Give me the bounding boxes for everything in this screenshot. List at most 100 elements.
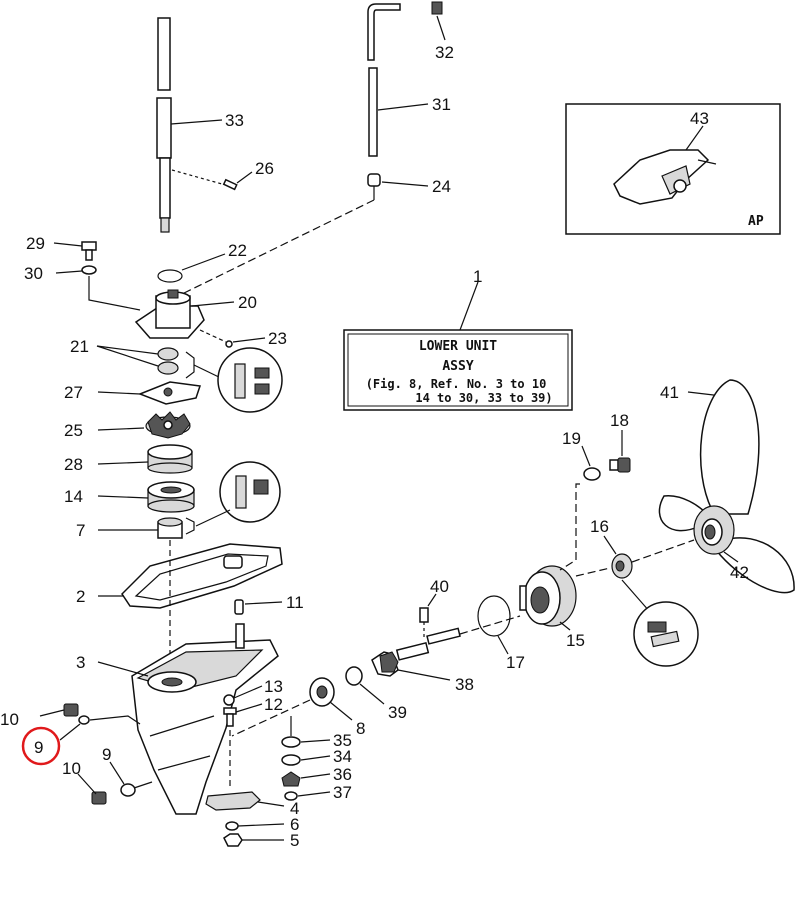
callout-32: 32 bbox=[435, 43, 454, 62]
highlight-circle bbox=[21, 726, 61, 766]
leader-line bbox=[59, 723, 81, 741]
axis-line bbox=[631, 539, 695, 563]
callout-24: 24 bbox=[432, 177, 451, 196]
leader-line bbox=[53, 242, 83, 247]
leader-line bbox=[300, 773, 331, 779]
callout-4: 4 bbox=[290, 799, 299, 818]
bolt-part bbox=[609, 457, 631, 473]
callout-8: 8 bbox=[356, 719, 365, 738]
callout-40: 40 bbox=[430, 577, 449, 596]
leader-line bbox=[381, 181, 429, 187]
callout-18: 18 bbox=[610, 411, 629, 430]
callout-11: 11 bbox=[286, 593, 304, 612]
propeller-part bbox=[658, 379, 795, 594]
leader-line bbox=[96, 345, 159, 355]
leader-line bbox=[191, 301, 235, 307]
callout-29: 29 bbox=[26, 234, 45, 253]
leader-line bbox=[559, 621, 571, 631]
callout-1: 1 bbox=[473, 267, 482, 286]
pump-housing-part bbox=[134, 289, 205, 339]
leader-line bbox=[232, 337, 266, 343]
callout-38: 38 bbox=[455, 675, 474, 694]
callout-36: 36 bbox=[333, 765, 352, 784]
leader-line bbox=[235, 703, 263, 713]
leader-line bbox=[436, 15, 446, 41]
leader-line bbox=[97, 661, 149, 677]
drain-screw-part bbox=[63, 703, 90, 725]
callout-7: 7 bbox=[76, 521, 85, 540]
dowel-part bbox=[234, 599, 244, 615]
leader-line bbox=[88, 276, 141, 311]
drain-screw-part bbox=[91, 783, 136, 805]
leader-line bbox=[109, 761, 125, 785]
leader-line bbox=[300, 755, 331, 761]
leader-line bbox=[257, 801, 285, 807]
callout-35: 35 bbox=[333, 731, 352, 750]
leader-line bbox=[39, 709, 65, 717]
spacer-detail-circle bbox=[633, 601, 699, 667]
leader-line bbox=[97, 495, 149, 499]
plate-part bbox=[137, 381, 201, 405]
leader-line bbox=[397, 669, 451, 681]
callout-26: 26 bbox=[255, 159, 274, 178]
bracket-line bbox=[185, 517, 195, 535]
leader-line bbox=[621, 579, 651, 613]
title-line-1: LOWER UNIT bbox=[419, 339, 497, 354]
leader-line bbox=[97, 427, 145, 431]
leader-line bbox=[195, 509, 231, 527]
leader-line bbox=[603, 535, 617, 555]
shim-part bbox=[345, 666, 363, 686]
bracket-line bbox=[185, 351, 195, 379]
bearing-housing-part bbox=[519, 565, 577, 627]
seal-detail-circle bbox=[217, 347, 283, 413]
o-ring-part bbox=[157, 269, 183, 283]
callout-22: 22 bbox=[228, 241, 247, 260]
callout-13: 13 bbox=[264, 677, 283, 696]
leader-line bbox=[329, 701, 353, 721]
leader-line bbox=[231, 699, 311, 737]
leader-line bbox=[77, 773, 97, 795]
anode-part bbox=[205, 791, 261, 847]
impeller-part bbox=[145, 411, 191, 439]
callout-33: 33 bbox=[225, 111, 244, 130]
shift-plunger-stack bbox=[281, 736, 301, 801]
propeller-shaft-part bbox=[371, 627, 461, 677]
callout-43: 43 bbox=[690, 109, 709, 128]
leader-line bbox=[170, 119, 223, 125]
pump-case-part bbox=[147, 481, 195, 513]
case-detail-circle bbox=[219, 461, 281, 523]
callout-2: 2 bbox=[76, 587, 85, 606]
callout-10: 10 bbox=[0, 710, 19, 729]
callout-27: 27 bbox=[64, 383, 83, 402]
leader-line bbox=[497, 635, 509, 655]
liner-part bbox=[147, 444, 193, 474]
leader-line bbox=[244, 601, 283, 605]
callout-37: 37 bbox=[333, 783, 352, 802]
ap-inset-box bbox=[565, 103, 781, 235]
callout-3: 3 bbox=[76, 653, 85, 672]
bearing-part bbox=[309, 677, 335, 707]
shift-rod-part bbox=[367, 1, 443, 187]
leader-line bbox=[685, 125, 704, 151]
leader-line bbox=[181, 253, 226, 271]
leader-line bbox=[179, 199, 375, 296]
pin-part bbox=[222, 178, 238, 191]
callout-19: 19 bbox=[562, 429, 581, 448]
callout-30: 30 bbox=[24, 264, 43, 283]
callout-15: 15 bbox=[566, 631, 585, 650]
callout-34: 34 bbox=[333, 747, 352, 766]
bolt-part bbox=[81, 241, 97, 275]
leader-line bbox=[233, 685, 263, 699]
leader-line bbox=[297, 791, 331, 797]
callout-10-lower: 10 bbox=[62, 759, 81, 778]
callout-5: 5 bbox=[290, 831, 299, 850]
washer-part bbox=[583, 467, 601, 481]
leader-line bbox=[359, 683, 385, 705]
callout-9-highlighted: 9 bbox=[34, 738, 43, 757]
axis-line bbox=[459, 615, 521, 635]
leader-line bbox=[459, 281, 479, 331]
spacer-part bbox=[611, 553, 633, 579]
callout-6: 6 bbox=[290, 815, 299, 834]
callout-20: 20 bbox=[238, 293, 257, 312]
leader-line bbox=[581, 445, 591, 467]
